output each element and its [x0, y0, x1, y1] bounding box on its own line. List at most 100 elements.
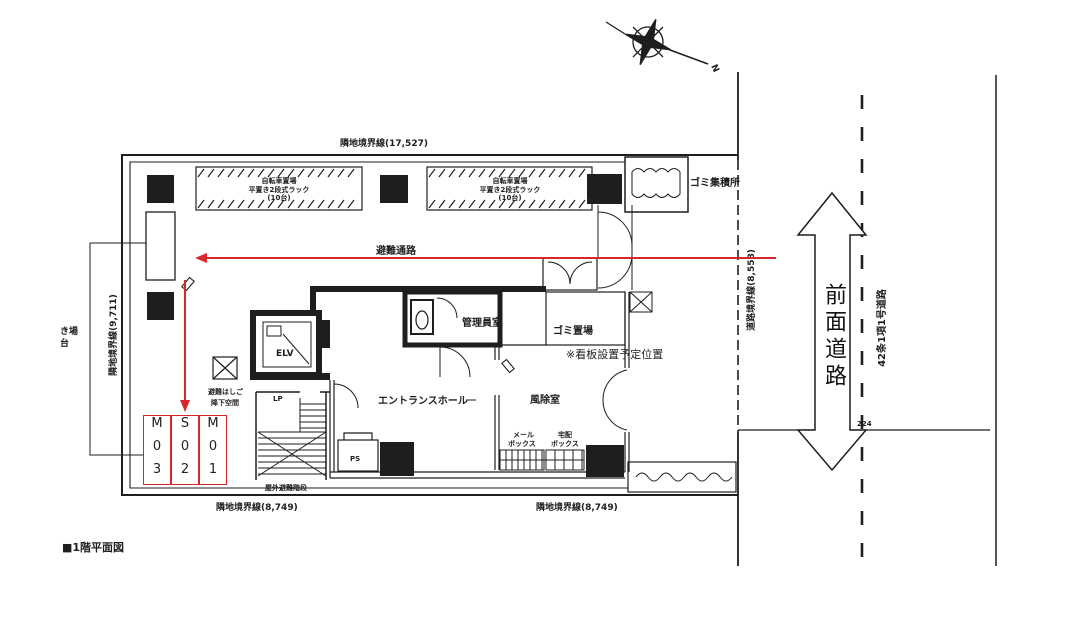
- compass-rose: [605, 18, 709, 66]
- rack-slot-line: [448, 199, 456, 209]
- small-room-door-swing: [547, 261, 593, 285]
- rack-slot-line: [217, 168, 225, 178]
- rack-slot-line: [237, 168, 245, 178]
- rack-slot-line: [247, 168, 255, 178]
- rack-slot-line: [237, 199, 245, 209]
- rack-slot-line: [498, 199, 506, 209]
- rack-slot-line: [317, 168, 325, 178]
- rack-slot-line: [287, 168, 295, 178]
- garbage-collection-box: [624, 156, 689, 213]
- rack-slot-line: [337, 199, 345, 209]
- rack-slot-line: [227, 168, 235, 178]
- compass-star: [624, 18, 672, 66]
- rack-slot-line: [307, 168, 315, 178]
- bottom-right-boundary-label: 隣地境界線(8,749): [536, 501, 618, 513]
- evacuation-route-arrows: [180, 253, 776, 412]
- bike-rack-2-capacity: (10台): [498, 193, 521, 202]
- road-boundary-label: 道路境界線(8,558): [745, 249, 757, 331]
- sign-position-code-1: M03: [149, 415, 165, 485]
- rack-slot-line: [207, 168, 215, 178]
- sign-position-code-3: M01: [205, 415, 221, 485]
- rack-slot-line: [538, 199, 546, 209]
- left-edge-partial-text-2: 台: [60, 337, 69, 349]
- rack-slot-line: [197, 168, 205, 178]
- rack-slot-line: [488, 168, 496, 178]
- rack-slot-line: [428, 199, 436, 209]
- left-edge-partial-text-1: き場: [60, 325, 78, 337]
- rack-slot-line: [277, 168, 285, 178]
- rack-slot-line: [508, 168, 516, 178]
- left-bracket-line: [89, 242, 146, 456]
- pipe-space: [337, 432, 379, 472]
- column: [147, 292, 174, 320]
- signboard-note: ※看板設置予定位置: [566, 347, 663, 361]
- pipe-space-top: [343, 432, 373, 440]
- x-box-marker: [629, 291, 653, 313]
- manager-room-label: 管理員室: [462, 316, 502, 329]
- hall-windbreak-partition: [494, 345, 500, 470]
- windbreak-room-label: 風除室: [530, 393, 560, 406]
- outdoor-stairs-label: 屋外避難階段: [265, 483, 307, 492]
- elevator-side-column: [319, 320, 330, 348]
- rack-slot-line: [518, 168, 526, 178]
- rack-slot-line: [287, 199, 295, 209]
- mail-and-delivery-boxes: [499, 449, 585, 471]
- hall-left-wall: [329, 380, 335, 478]
- bike-rack-1: [195, 166, 363, 211]
- garbage-room-label: ゴミ置場: [553, 324, 593, 337]
- rack-slot-line: [438, 199, 446, 209]
- approach-door-lower-swing: [597, 205, 633, 290]
- escape-ladder-cross: [212, 356, 238, 380]
- elevator-outer-wall: [250, 310, 322, 378]
- garbage-collection-area: [624, 156, 689, 213]
- sign-position-code-2: S02: [177, 415, 193, 485]
- planter-outline: [627, 461, 737, 493]
- rack-slot-line: [528, 168, 536, 178]
- elevator-control-box: [266, 325, 282, 337]
- rack-slot-line: [197, 199, 205, 209]
- top-boundary-label: 隣地境界線(17,527): [340, 137, 428, 149]
- sign-position-box-1: M03: [143, 415, 171, 485]
- toilet-booth: [410, 299, 434, 335]
- rack-slot-line: [468, 199, 476, 209]
- road-lines: [737, 72, 997, 570]
- entrance-hall-label: エントランスホール: [378, 395, 468, 407]
- bike-rack-2-type: 平置き2段式ラック: [480, 185, 541, 194]
- rack-slot-line: [458, 168, 466, 178]
- small-room-outline: [542, 257, 598, 291]
- sign-position-box-3: M01: [199, 415, 227, 485]
- elevator-car: [262, 321, 312, 368]
- left-stub-wall: [310, 286, 316, 314]
- rack-slot-line: [267, 168, 275, 178]
- outdoor-evacuation-stairs: [255, 391, 330, 480]
- evacuation-arrowhead-left: [195, 253, 207, 263]
- manager-room-wall: [402, 289, 503, 348]
- rack-slot-line: [468, 168, 476, 178]
- rack-slot-line: [438, 168, 446, 178]
- x-box-cross: [629, 291, 653, 313]
- mail-box-label-1: メール: [513, 431, 534, 439]
- garbage-bins-symbol: [631, 168, 681, 198]
- column: [380, 442, 414, 476]
- compass-tail-line: [605, 21, 626, 35]
- entrance-door-swing: [602, 369, 628, 431]
- approach-door-upper-swing: [597, 205, 633, 258]
- column: [147, 175, 174, 203]
- site-boundary: [121, 154, 738, 496]
- bike-rack-1-capacity: (10台): [267, 193, 290, 202]
- road-width-value: 224: [857, 420, 872, 428]
- bike-rack-1-title: 自転車置場: [262, 176, 297, 185]
- x-box: [629, 291, 653, 313]
- top-wall: [310, 286, 546, 292]
- evacuation-path-label: 避難通路: [375, 244, 417, 257]
- sign-marker-windbreak: [501, 358, 515, 374]
- column: [380, 175, 408, 203]
- rack-slot-line: [428, 168, 436, 178]
- delivery-box-label-2: ボックス: [551, 439, 579, 448]
- rack-slot-line: [347, 199, 355, 209]
- elevator-shaft: [250, 310, 322, 378]
- escape-ladder-label-2: 降下空間: [211, 398, 239, 407]
- rack-slot-line: [518, 199, 526, 209]
- rack-slot-line: [568, 199, 576, 209]
